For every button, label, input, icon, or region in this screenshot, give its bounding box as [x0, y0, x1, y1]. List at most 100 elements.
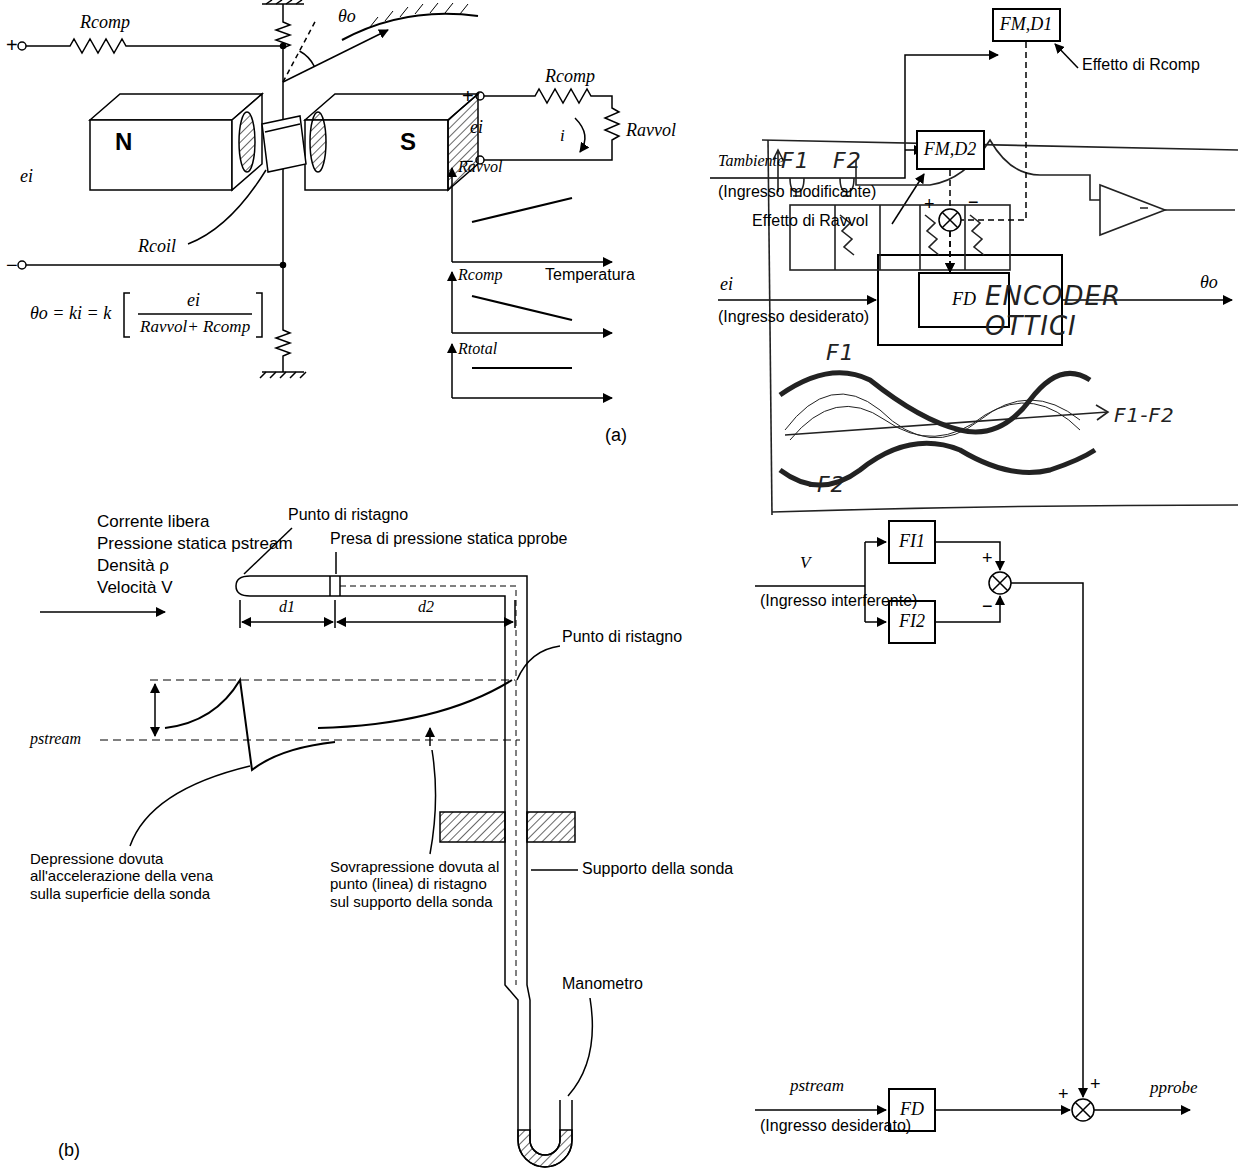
text-label: (Ingresso desiderato) [718, 308, 869, 326]
path-shape [340, 586, 516, 985]
text-label: Rtotal [458, 340, 497, 358]
path-shape [335, 552, 337, 574]
polygon-shape [262, 116, 306, 172]
path-shape [531, 869, 578, 871]
line-shape [283, 30, 388, 82]
line-shape [262, 371, 304, 373]
path-shape [430, 750, 436, 854]
text-label: d1 [279, 598, 295, 616]
text-label: Sovrapressione dovuta al punto (linea) d… [330, 858, 502, 910]
path-shape [755, 1109, 886, 1111]
path-shape [276, 4, 290, 372]
text-label: Corrente libera [97, 512, 209, 532]
text-label: i [560, 126, 565, 146]
text-label: ENCODER OTTICI [985, 282, 1160, 342]
text-label: ei [20, 166, 33, 187]
block-diagram-a [710, 44, 1232, 345]
text-label: F2 [833, 148, 862, 173]
text-label: Pressione statica pstream [97, 534, 293, 554]
text-label: F1 [781, 148, 810, 173]
path-shape [236, 576, 250, 596]
text-label: Rcomp [80, 12, 130, 33]
text-label: d2 [418, 598, 434, 616]
text-label: Manometro [562, 975, 643, 993]
text-label: Velocità V [97, 578, 173, 598]
rect-shape [527, 812, 575, 842]
path-shape [452, 261, 612, 263]
line-shape [283, 20, 316, 82]
path-shape [992, 575, 1008, 591]
block-diagram-b [755, 542, 1190, 1121]
pitot-probe [40, 528, 592, 1167]
path-shape [518, 1130, 572, 1167]
path-shape [1094, 1109, 1190, 1111]
block-label: FI2 [899, 612, 925, 632]
text-label: F1 [826, 340, 855, 365]
text-label: (Ingresso interferente) [760, 592, 917, 610]
ellipse-shape [239, 112, 255, 172]
text-label: + [924, 194, 935, 215]
text-label: Effetto di Ravvol [752, 212, 868, 230]
path-shape [318, 680, 512, 728]
circle-shape [18, 42, 26, 50]
path-shape [154, 684, 156, 736]
path-shape [785, 412, 1108, 435]
circle-shape [1072, 1099, 1094, 1121]
path-shape [1100, 185, 1165, 235]
text-label: ei [720, 274, 733, 295]
path-shape [755, 542, 865, 622]
text-label: N [115, 128, 132, 156]
rect-shape [305, 120, 448, 190]
line-shape [265, 124, 300, 132]
path-shape [100, 740, 520, 741]
text-label: (a) [605, 425, 627, 446]
path-shape [472, 367, 572, 369]
text-label: + [6, 34, 18, 57]
block-label: FI1 [899, 532, 925, 552]
text-label: Ravvol+ Rcomp [140, 317, 250, 337]
path-shape [865, 541, 886, 543]
text-label: Ravvol [626, 120, 676, 141]
block-label: FD [900, 1100, 924, 1120]
path-shape [1075, 1102, 1091, 1118]
text-label: (Ingresso desiderato) [760, 1117, 911, 1135]
path-shape [772, 505, 1238, 512]
block-label: FM,D1 [1000, 15, 1053, 35]
text-label: Rcomp [458, 266, 502, 284]
polygon-shape [232, 94, 262, 190]
circle-shape [18, 261, 26, 269]
compensation-circuit [452, 89, 619, 398]
path-shape [26, 39, 283, 53]
text-label: Temperatura [545, 266, 635, 284]
path-shape [710, 55, 998, 178]
path-shape [1055, 44, 1078, 68]
text-label: θo = ki = k [30, 303, 111, 324]
rect-shape [90, 120, 232, 190]
line-shape [329, 576, 331, 596]
text-label: Presa di pressione statica pprobe [330, 530, 567, 548]
path-shape [718, 299, 876, 301]
circle-shape [989, 572, 1011, 594]
path-shape [1096, 405, 1108, 420]
path-shape [150, 680, 515, 681]
path-shape [452, 332, 612, 334]
text-label: Ravvol [458, 158, 502, 176]
text-label: θo [1200, 272, 1218, 293]
text-label: ei [187, 290, 200, 311]
text-label: + [462, 85, 474, 108]
text-label: − [982, 596, 993, 617]
text-label: pprobe [1150, 1078, 1198, 1098]
circle-shape [281, 44, 286, 49]
ellipse-shape [310, 112, 326, 172]
text-label: Rcoil [138, 236, 176, 257]
path-shape [250, 576, 560, 1155]
path-shape [780, 373, 1090, 432]
path-shape [790, 403, 1080, 440]
path-shape [472, 198, 572, 222]
path-shape [451, 344, 453, 398]
block-box: FI1 [888, 520, 936, 564]
text-label: Effetto di Rcomp [1082, 56, 1200, 74]
text-label: Tambiente [718, 152, 784, 170]
text-label: (b) [58, 1140, 80, 1161]
